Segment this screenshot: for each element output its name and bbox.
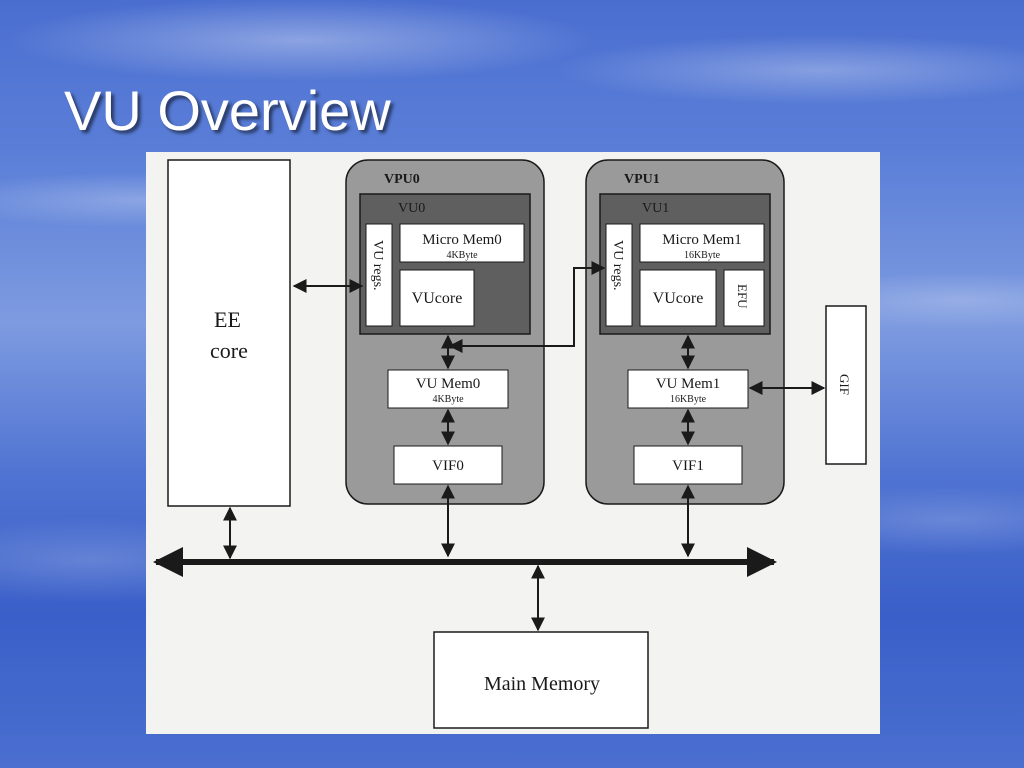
vu0-vu1-link <box>448 261 606 353</box>
gif-label: GIF <box>837 374 852 395</box>
ee-core-block: EE core <box>167 159 291 507</box>
micro-mem0-name: Micro Mem0 <box>422 232 502 248</box>
main-memory-label: Main Memory <box>484 673 600 695</box>
vpu0-label: VPU0 <box>384 172 420 187</box>
vu-mem0-name: VU Mem0 <box>416 376 481 392</box>
vu1-vucore-label: VUcore <box>653 290 704 307</box>
vif0-label: VIF0 <box>432 458 464 474</box>
vu0-vucore-label: VUcore <box>412 290 463 307</box>
main-memory-block: Main Memory <box>433 631 649 729</box>
vu0-label: VU0 <box>398 201 425 216</box>
micro-mem0-size: 4KByte <box>446 250 478 261</box>
vu1-regs-label: VU regs. <box>610 240 625 291</box>
ee-core-label-line2: core <box>210 338 248 363</box>
efu-label: EFU <box>735 284 750 309</box>
connections <box>223 261 826 632</box>
vpu1-block: VPU1 VU1 Micro Mem1 16KByte VU regs. VUc… <box>585 159 785 505</box>
micro-mem1-size: 16KByte <box>684 250 721 261</box>
vpu1-label: VPU1 <box>624 172 660 187</box>
micro-mem1-name: Micro Mem1 <box>662 232 742 248</box>
vu1-block: VU1 Micro Mem1 16KByte VU regs. VUcore E… <box>599 193 771 335</box>
vif1-label: VIF1 <box>672 458 704 474</box>
vu-mem1-size: 16KByte <box>670 394 707 405</box>
vu0-regs-label: VU regs. <box>370 240 385 291</box>
ee-core-label-line1: EE <box>214 307 241 332</box>
vpu0-block: VPU0 VU0 Micro Mem0 4KByte VU regs. VUco… <box>345 159 545 505</box>
vu1-label: VU1 <box>642 201 669 216</box>
gif-block: GIF <box>825 305 867 465</box>
vu0-block: VU0 Micro Mem0 4KByte VU regs. VUcore <box>359 193 531 335</box>
slide-title: VU Overview <box>64 79 391 142</box>
vu-mem0-size: 4KByte <box>432 394 464 405</box>
vu-block-diagram: EE core VPU0 VU0 Micro Mem0 4KByte VU re… <box>146 152 880 734</box>
vu-mem1-name: VU Mem1 <box>656 376 721 392</box>
